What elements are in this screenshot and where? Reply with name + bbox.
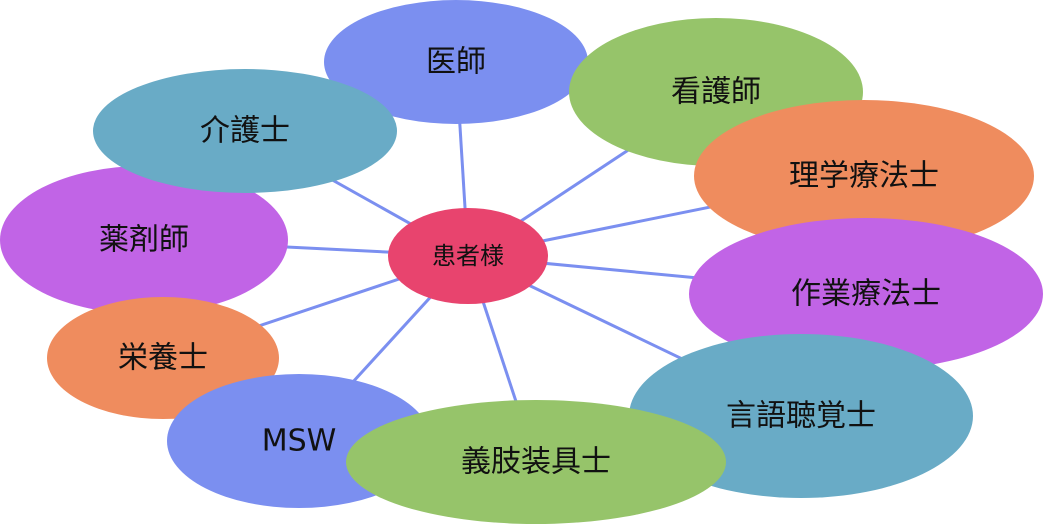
node-caregiver-label: 介護士: [200, 114, 290, 149]
node-pt-label: 理学療法士: [789, 159, 939, 194]
node-ot-label: 作業療法士: [791, 277, 941, 312]
node-pharmacist-ellipse: [0, 166, 288, 314]
center-node-label: 患者様: [432, 242, 504, 270]
node-pharmacist-label: 薬剤師: [99, 223, 189, 258]
node-ot: 作業療法士: [689, 218, 1043, 370]
node-pt-ellipse: [694, 100, 1034, 252]
node-pharmacist: 薬剤師: [0, 166, 288, 314]
node-po-ellipse: [346, 400, 726, 524]
node-st-label: 言語聴覚士: [726, 399, 876, 434]
node-caregiver-ellipse: [93, 69, 397, 193]
node-doctor-ellipse: [324, 0, 588, 124]
node-ot-ellipse: [689, 218, 1043, 370]
node-msw-label: MSW: [262, 424, 337, 459]
node-dietitian-label: 栄養士: [118, 341, 208, 376]
node-doctor-label: 医師: [426, 45, 486, 80]
node-po: 義肢装具士: [346, 400, 726, 524]
node-pt: 理学療法士: [694, 100, 1034, 252]
node-caregiver: 介護士: [93, 69, 397, 193]
node-doctor: 医師: [324, 0, 588, 124]
center-node: 患者様: [388, 208, 548, 304]
node-po-label: 義肢装具士: [461, 445, 611, 480]
node-nurse-label: 看護師: [671, 75, 761, 110]
center-node-ellipse: [388, 208, 548, 304]
